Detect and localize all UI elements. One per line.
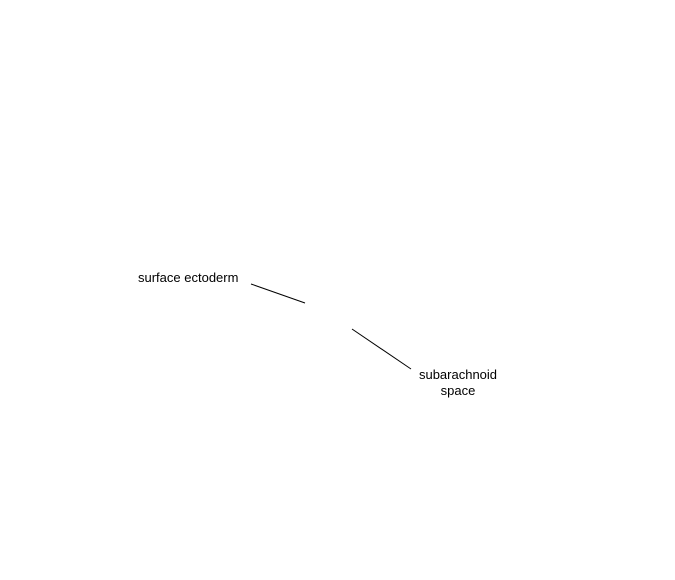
subarachnoid-space-label: subarachnoid space [412, 367, 504, 399]
subarachnoid-space-leader-line [351, 328, 412, 370]
subarachnoid-label-line-1: subarachnoid [418, 367, 498, 382]
surface-ectoderm-leader-line [250, 283, 306, 304]
subarachnoid-label-line-2: space [440, 383, 476, 398]
surface-ectoderm-label: surface ectoderm [138, 270, 239, 285]
